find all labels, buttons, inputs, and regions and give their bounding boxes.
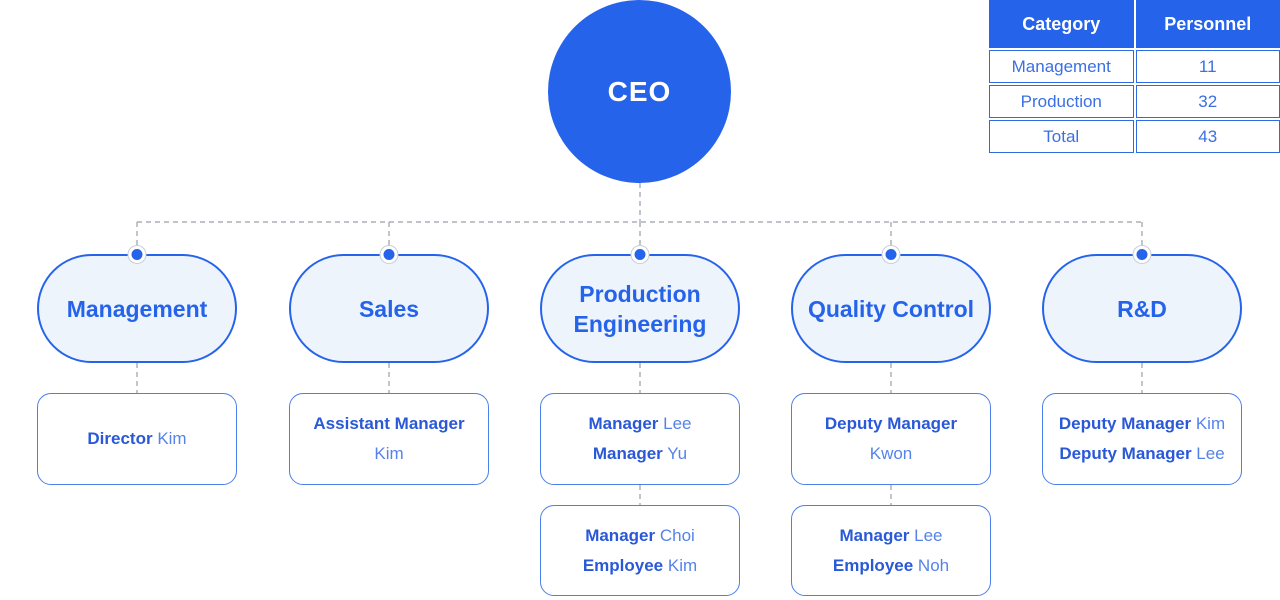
department-title: Sales	[358, 295, 420, 322]
member-name: Lee	[1196, 444, 1225, 463]
table-header-category: Category	[989, 0, 1134, 48]
department-node-sales: Sales	[289, 246, 489, 363]
member-name: Kim	[1195, 414, 1226, 433]
member-entry: Manager Choi	[553, 521, 727, 551]
member-role: Manager	[588, 414, 659, 433]
department-title: R&D	[1117, 295, 1167, 322]
member-name: Yu	[667, 444, 688, 463]
department-title: Production Engineering	[573, 280, 707, 337]
member-role: Manager	[592, 444, 663, 463]
member-entry: Director Kim	[50, 424, 224, 454]
member-name: Noh	[917, 555, 950, 575]
member-name: Kwon	[869, 444, 913, 463]
member-entry: Deputy Manager Kwon	[804, 409, 978, 469]
department-node-management: Management	[37, 246, 237, 363]
department-title: Management	[66, 295, 208, 322]
ceo-node: CEO	[548, 0, 731, 183]
connector-dot	[1133, 246, 1151, 263]
department-node-r-d: R&D	[1042, 246, 1242, 363]
member-box-quality-control-1: Deputy Manager Kwon	[791, 393, 991, 485]
member-role: Manager	[585, 525, 656, 545]
member-name: Kim	[157, 429, 187, 448]
table-cell-personnel: 43	[1135, 120, 1280, 153]
ceo-label: CEO	[607, 75, 672, 107]
member-role: Deputy Manager	[1058, 414, 1192, 433]
table-cell-personnel: 32	[1135, 85, 1280, 118]
table-cell-category: Production	[989, 85, 1134, 118]
member-role: Director	[87, 429, 153, 448]
member-name: Kim	[374, 444, 404, 463]
connector-dot	[380, 246, 398, 263]
member-entry: Deputy Manager Lee	[1055, 439, 1229, 469]
connector-dot	[882, 246, 900, 263]
member-entry: Manager Yu	[553, 439, 727, 469]
connector-dot	[128, 246, 146, 263]
table-cell-category: Management	[989, 50, 1134, 83]
member-role: Assistant Manager	[313, 414, 465, 433]
department-node-quality-control: Quality Control	[791, 246, 991, 363]
member-name: Kim	[667, 555, 698, 575]
member-name: Choi	[659, 525, 695, 545]
department-node-production-engineering: Production Engineering	[540, 246, 740, 363]
member-role: Employee	[582, 555, 664, 575]
member-entry: Employee Noh	[804, 551, 978, 581]
member-box-management-1: Director Kim	[37, 393, 237, 485]
member-role: Manager	[839, 525, 910, 545]
department-title: Quality Control	[807, 295, 975, 322]
member-name: Lee	[663, 414, 692, 433]
member-entry: Assistant Manager Kim	[302, 409, 476, 469]
member-box-sales-1: Assistant Manager Kim	[289, 393, 489, 485]
member-role: Deputy Manager	[1059, 444, 1192, 463]
member-entry: Manager Lee	[553, 409, 727, 439]
member-role: Deputy Manager	[824, 414, 958, 433]
member-role: Employee	[832, 555, 914, 575]
member-entry: Manager Lee	[804, 521, 978, 551]
connector-dot	[631, 246, 649, 263]
table-cell-category: Total	[989, 120, 1134, 153]
member-name: Lee	[914, 525, 943, 545]
member-entry: Deputy Manager Kim	[1055, 409, 1229, 439]
table-header-personnel: Personnel	[1135, 0, 1280, 48]
table-cell-personnel: 11	[1135, 50, 1280, 83]
member-entry: Employee Kim	[553, 551, 727, 581]
